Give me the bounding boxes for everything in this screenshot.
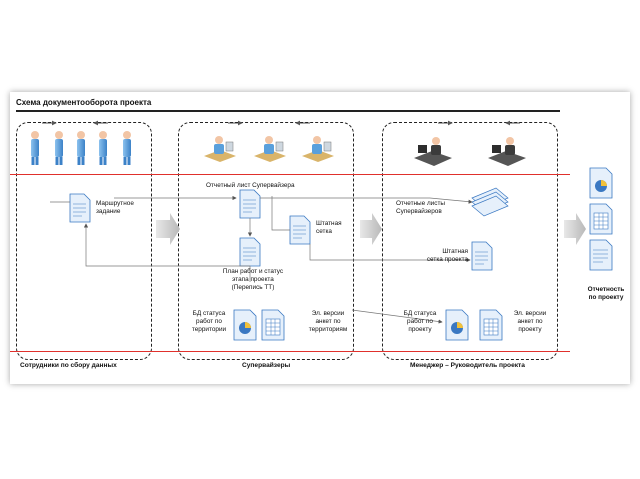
diagram-title: Схема документооборота проекта [16, 98, 152, 107]
person-icon [55, 131, 63, 165]
label-el-territory: Эл. версии анкет по территориям [308, 310, 348, 333]
spreadsheet-document-icon [261, 309, 285, 341]
person-icon [99, 131, 107, 165]
pie-chart-document-icon [233, 309, 257, 341]
label-staff-grid: Штатная сетка [316, 220, 342, 235]
managers [414, 120, 526, 166]
supervisor-workstation-icon [204, 136, 236, 162]
label-project-staff-grid: Штатная сетка проекта [426, 248, 468, 263]
label-reporting: Отчетность по проекту [587, 286, 625, 301]
pie-chart-document-icon [589, 167, 613, 199]
label-supervisor-reports: Отчетные листы Супервайзеров [396, 200, 445, 215]
document-icon [289, 215, 311, 245]
group-label-manager: Менеджер – Руководитель проекта [410, 362, 525, 369]
person-icon [123, 131, 131, 165]
connectors [50, 195, 473, 324]
title-underline [16, 110, 560, 112]
person-icon [77, 131, 85, 165]
label-db-project: БД статуса работ по проекту [403, 310, 437, 333]
supervisor-workstation-icon [302, 136, 334, 162]
manager-workstation-icon [488, 137, 526, 166]
red-line-top [10, 174, 570, 176]
flow-arrow-icon [156, 213, 180, 245]
label-route-task: Маршрутное задание [96, 200, 134, 215]
field-workers [31, 120, 131, 165]
group-field-workers [16, 122, 152, 360]
document-icon [589, 239, 613, 271]
spreadsheet-document-icon [479, 309, 503, 341]
person-icon [31, 131, 39, 165]
flow-arrow-icon [564, 213, 586, 245]
group-supervisors [178, 122, 354, 360]
label-supervisor-report: Отчетный лист Супервайзера [206, 182, 295, 189]
document-stack-icon [471, 187, 509, 217]
document-icon [239, 189, 261, 219]
group-label-supervisors: Супервайзеры [242, 362, 291, 369]
document-icon [69, 193, 91, 223]
label-el-project: Эл. версии анкет по проекту [513, 310, 547, 333]
supervisor-workstation-icon [254, 136, 286, 162]
pie-chart-document-icon [445, 309, 469, 341]
manager-workstation-icon [414, 137, 452, 166]
spreadsheet-document-icon [589, 203, 613, 235]
diagram-canvas: Схема документооборота проекта [10, 92, 630, 384]
supervisors [204, 120, 334, 162]
group-manager [382, 122, 558, 360]
flow-arrow-icon [360, 213, 382, 245]
diagram-graphics [31, 120, 613, 341]
red-line-bottom [10, 351, 570, 353]
document-icon [239, 237, 261, 267]
label-db-territory: БД статуса работ по территории [191, 310, 227, 333]
document-icon [471, 241, 493, 271]
label-work-plan: План работ и статус этапа проекта (Переп… [222, 268, 284, 291]
group-label-field: Сотрудники по сбору данных [20, 362, 117, 369]
